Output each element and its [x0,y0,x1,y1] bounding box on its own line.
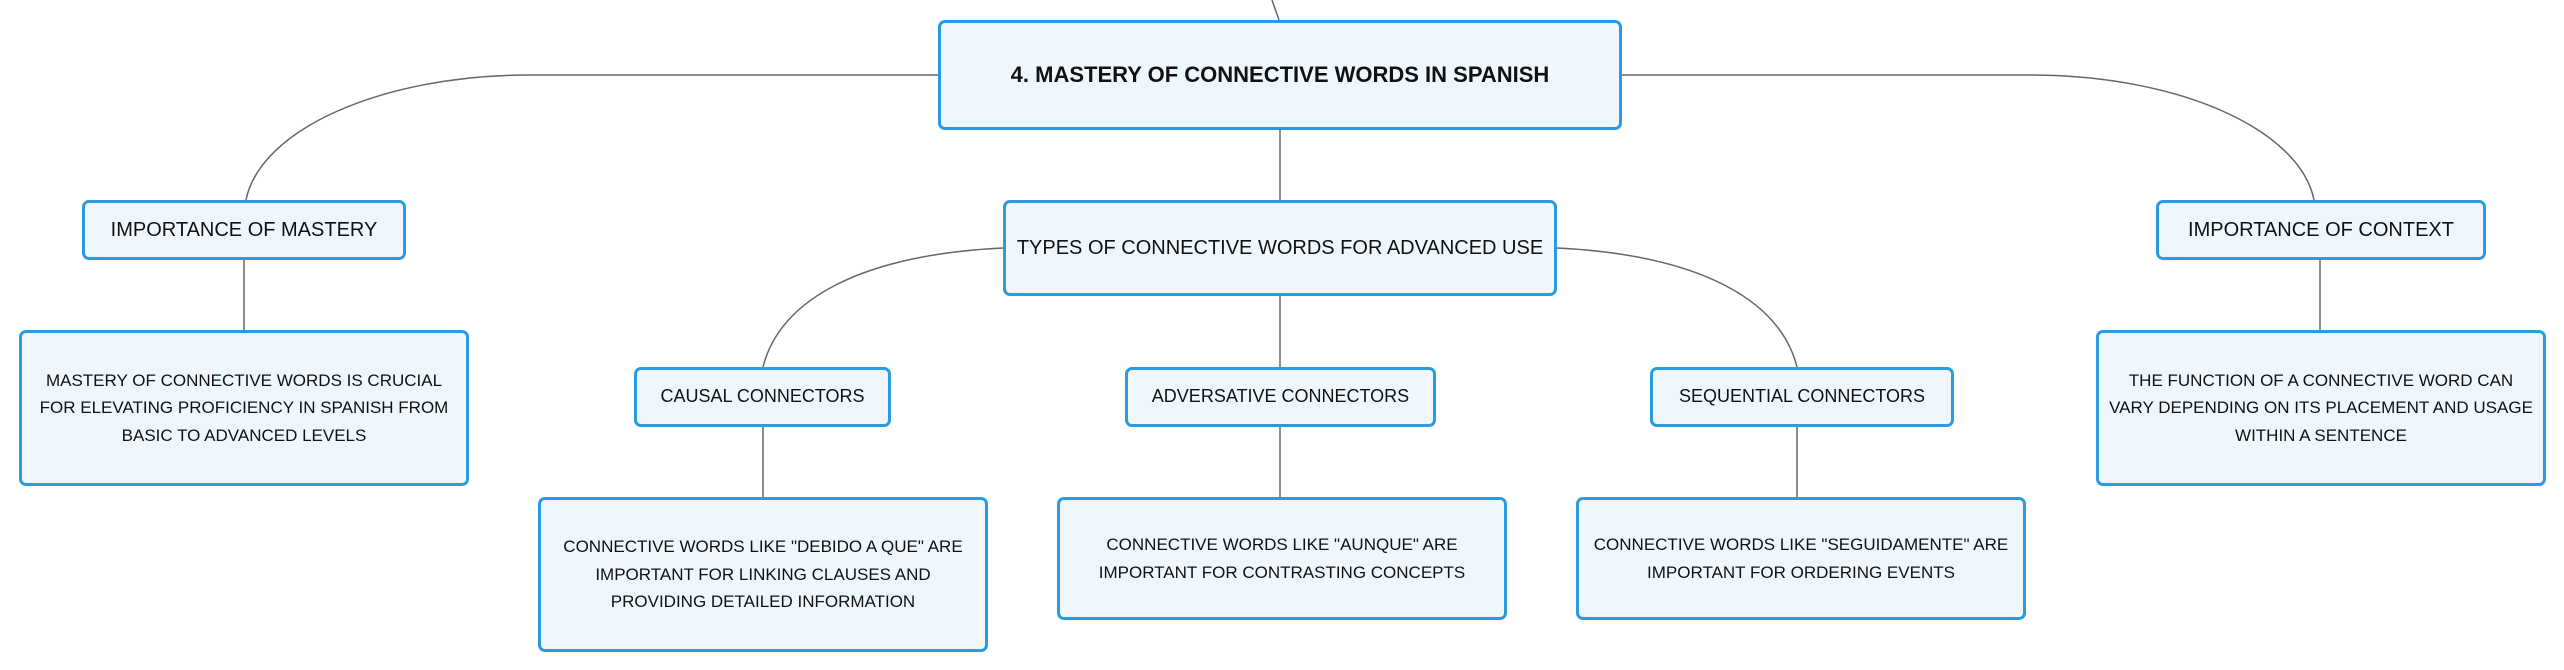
adversative-connectors-detail-node[interactable]: CONNECTIVE WORDS LIKE "AUNQUE" ARE IMPOR… [1057,497,1507,620]
causal-connectors-detail-text: CONNECTIVE WORDS LIKE "DEBIDO A QUE" ARE… [563,537,963,612]
causal-connectors-detail-node[interactable]: CONNECTIVE WORDS LIKE "DEBIDO A QUE" ARE… [538,497,988,652]
adversative-connectors-label: ADVERSATIVE CONNECTORS [1151,386,1410,407]
adversative-connectors-node[interactable]: ADVERSATIVE CONNECTORS [1125,367,1436,427]
importance-of-context-node[interactable]: IMPORTANCE OF CONTEXT [2156,200,2486,260]
importance-of-mastery-node[interactable]: IMPORTANCE OF MASTERY [82,200,406,260]
causal-connectors-node[interactable]: CAUSAL CONNECTORS [634,367,891,427]
importance-of-mastery-label: IMPORTANCE OF MASTERY [110,219,378,241]
importance-of-context-label: IMPORTANCE OF CONTEXT [2188,219,2454,241]
connector-types-to-causal [762,247,1004,368]
sequential-connectors-detail-node[interactable]: CONNECTIVE WORDS LIKE "SEGUIDAMENTE" ARE… [1576,497,2026,620]
sequential-connectors-node[interactable]: SEQUENTIAL CONNECTORS [1650,367,1954,427]
importance-of-context-detail-node[interactable]: THE FUNCTION OF A CONNECTIVE WORD CAN VA… [2096,330,2546,486]
sequential-connectors-detail-text: CONNECTIVE WORDS LIKE "SEGUIDAMENTE" ARE… [1593,534,2009,582]
causal-connectors-label: CAUSAL CONNECTORS [660,386,865,407]
root-node-label: 4. MASTERY OF CONNECTIVE WORDS IN SPANIS… [1010,61,1550,87]
connector-root-to-importance-mastery [245,74,938,201]
types-of-connective-words-label: TYPES OF CONNECTIVE WORDS FOR ADVANCED U… [1016,237,1544,259]
importance-of-context-detail-text: THE FUNCTION OF A CONNECTIVE WORD CAN VA… [2109,370,2533,445]
connector-parent-to-root [1271,0,1280,21]
connector-root-to-importance-context [1622,74,2315,201]
sequential-connectors-label: SEQUENTIAL CONNECTORS [1678,386,1926,407]
adversative-connectors-detail-text: CONNECTIVE WORDS LIKE "AUNQUE" ARE IMPOR… [1098,534,1466,582]
importance-of-mastery-detail-node[interactable]: MASTERY OF CONNECTIVE WORDS IS CRUCIAL F… [19,330,469,486]
importance-of-mastery-detail-text: MASTERY OF CONNECTIVE WORDS IS CRUCIAL F… [39,370,449,445]
connector-types-to-sequential [1556,247,1798,368]
types-of-connective-words-node[interactable]: TYPES OF CONNECTIVE WORDS FOR ADVANCED U… [1003,200,1557,296]
root-node[interactable]: 4. MASTERY OF CONNECTIVE WORDS IN SPANIS… [938,20,1622,130]
